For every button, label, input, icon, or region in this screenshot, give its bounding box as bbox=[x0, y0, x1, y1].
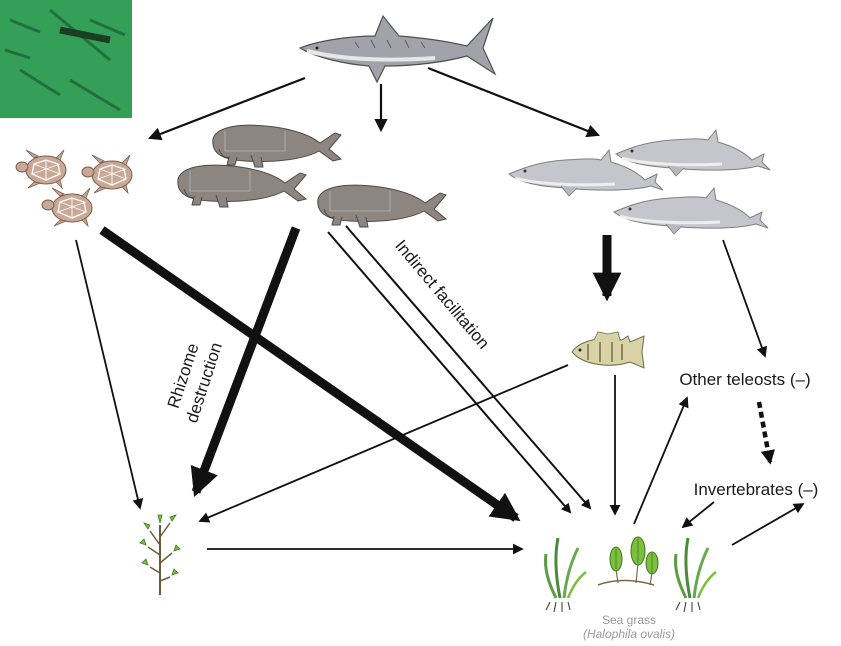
arrow-dolphins-to-other-teleosts bbox=[723, 240, 765, 356]
teleost-fish-icon bbox=[572, 332, 644, 368]
dolphin-icon bbox=[614, 188, 768, 234]
arrow-dugongs-to-halophila-2 bbox=[346, 226, 590, 508]
arrow-fish-to-amphibolis bbox=[200, 365, 568, 521]
dolphins-group bbox=[509, 130, 770, 234]
sea-turtle-icon bbox=[16, 150, 66, 188]
arrow-other-teleosts-to-invertebrates bbox=[759, 402, 770, 462]
dugong-icon bbox=[178, 165, 306, 207]
arrow-invertebrates-to-halophila bbox=[683, 502, 714, 527]
arrow-halophila-to-invertebrates bbox=[732, 504, 803, 545]
seagrass-label-line2: (Halophila ovalis) bbox=[583, 627, 675, 641]
arrow-turtles-to-amphibolis bbox=[76, 240, 140, 508]
sea-turtles-group bbox=[16, 150, 132, 226]
underwater-photo bbox=[0, 0, 132, 118]
sea-turtle-icon bbox=[42, 188, 92, 226]
arrow-shark-to-dolphins bbox=[428, 68, 598, 135]
dugong-icon bbox=[318, 185, 446, 227]
arrow-halophila-to-other-teleosts bbox=[634, 398, 687, 524]
dolphin-icon bbox=[616, 130, 770, 176]
sea-turtle-icon bbox=[82, 155, 132, 193]
amphibolis-seagrass-icon bbox=[140, 515, 180, 595]
tiger-shark-icon bbox=[300, 16, 495, 82]
halophila-seagrass-icon bbox=[545, 537, 716, 612]
dugongs-group bbox=[178, 125, 446, 227]
seagrass-label-line1: Sea grass bbox=[602, 613, 656, 627]
rhizome-destruction-label: Rhizome destruction bbox=[161, 333, 226, 425]
other-teleosts-label: Other teleosts (–) bbox=[679, 370, 810, 389]
invertebrates-label: Invertebrates (–) bbox=[694, 480, 819, 499]
dugong-icon bbox=[213, 125, 341, 167]
